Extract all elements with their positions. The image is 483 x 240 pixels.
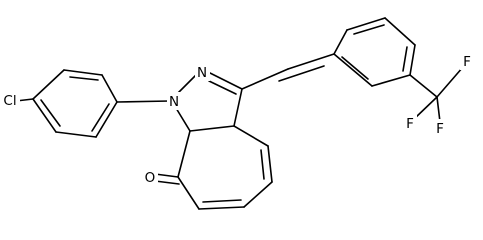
oxygen-atom: O: [142, 168, 158, 186]
bond: [32, 98, 57, 133]
bond: [154, 173, 179, 178]
chlorine-label: Cl: [3, 93, 16, 109]
bond: [241, 68, 289, 90]
chemical-structure-diagram: Cl N N O F F F: [0, 17, 474, 210]
bond: [413, 96, 438, 120]
bond: [341, 56, 369, 80]
fluorine-3-label: F: [406, 116, 414, 132]
bond: [198, 206, 245, 210]
bonds: [15, 17, 464, 210]
bond: [177, 130, 191, 178]
bond: [202, 199, 242, 203]
bond: [175, 107, 191, 132]
fluorine-atom-1: F: [460, 52, 474, 70]
atom-labels: Cl N N O F F F: [0, 52, 474, 186]
bond: [63, 69, 103, 76]
oxygen-label: O: [145, 170, 156, 186]
bond: [436, 66, 464, 98]
bond: [91, 103, 110, 132]
bond: [287, 53, 335, 70]
bond: [69, 76, 99, 81]
bond: [409, 74, 438, 98]
nitrogen-2-label: N: [197, 65, 207, 81]
bond: [95, 101, 118, 138]
fluorine-atom-2: F: [433, 119, 447, 137]
fluorine-atom-3: F: [403, 114, 417, 132]
bond: [55, 131, 97, 138]
bond: [233, 88, 243, 127]
bond: [333, 29, 348, 55]
bond: [116, 100, 171, 103]
bond: [208, 80, 237, 95]
bond: [175, 74, 197, 96]
fluorine-1-label: F: [463, 54, 471, 70]
nitrogen-atom-2: N: [195, 63, 210, 81]
bond: [243, 181, 273, 208]
nitrogen-atom-1: N: [167, 92, 182, 110]
bond: [154, 180, 180, 185]
bond: [402, 46, 408, 72]
bond: [371, 74, 411, 87]
bond: [101, 74, 118, 103]
bond: [353, 24, 385, 35]
bond: [177, 176, 200, 210]
bond: [333, 53, 373, 87]
fluorine-2-label: F: [436, 121, 444, 137]
chlorine-atom: Cl: [0, 91, 20, 109]
bond: [278, 65, 325, 82]
bond: [40, 99, 61, 127]
bond: [189, 125, 235, 132]
bond: [267, 145, 273, 183]
bond: [260, 149, 265, 180]
bond: [436, 96, 441, 123]
bond: [384, 17, 416, 46]
bond: [346, 17, 386, 31]
bond: [209, 72, 243, 90]
bond: [409, 44, 416, 76]
bond: [32, 69, 65, 100]
nitrogen-1-label: N: [169, 94, 179, 110]
bond: [233, 125, 269, 147]
